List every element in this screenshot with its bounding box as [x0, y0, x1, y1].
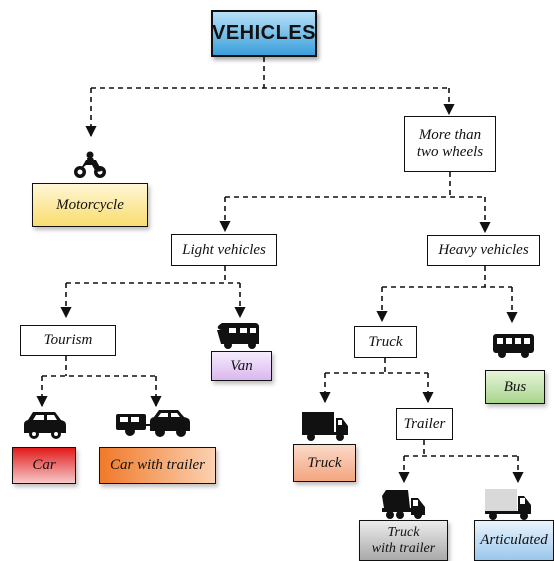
truck-label: Truck — [307, 454, 342, 471]
bus-icon — [493, 334, 534, 358]
car-with-trailer-node: Car with trailer — [99, 447, 216, 484]
tourism-node: Tourism — [20, 325, 116, 356]
motorcycle-icon — [74, 151, 106, 178]
articulated-node: Articulated — [474, 520, 554, 561]
truck-with-trailer-line1: Truck — [387, 524, 420, 540]
light-vehicles-node: Light vehicles — [171, 234, 277, 266]
bus-node: Bus — [485, 370, 545, 404]
vehicles-root-node: VEHICLES — [211, 10, 317, 57]
bus-label: Bus — [503, 378, 527, 395]
more-than-two-wheels-line2: two wheels — [416, 144, 484, 160]
more-than-two-wheels-node: More than two wheels — [404, 116, 496, 172]
vehicles-label: VEHICLES — [211, 22, 317, 44]
car-node: Car — [12, 447, 76, 484]
dump-truck-icon — [382, 490, 425, 519]
trailer-node: Trailer — [396, 408, 453, 440]
articulated-truck-icon — [485, 489, 531, 520]
trailer-label: Trailer — [403, 415, 446, 432]
motorcycle-label: Motorcycle — [56, 196, 124, 213]
truck-category-node: Truck — [354, 326, 417, 358]
truck-with-trailer-line2: with trailer — [371, 540, 436, 556]
truck-node: Truck — [293, 444, 356, 482]
heavy-vehicles-label: Heavy vehicles — [438, 242, 529, 258]
truck-icon — [302, 412, 348, 441]
heavy-vehicles-node: Heavy vehicles — [427, 235, 540, 266]
motorcycle-node: Motorcycle — [32, 183, 148, 227]
light-vehicles-label: Light vehicles — [182, 241, 266, 258]
tourism-label: Tourism — [43, 332, 93, 348]
van-node: Van — [211, 351, 272, 381]
truck-with-trailer-node: Truck with trailer — [359, 520, 448, 561]
car-with-trailer-label: Car with trailer — [109, 457, 206, 473]
truck-category-label: Truck — [368, 333, 403, 350]
more-than-two-wheels-line1: More than — [418, 127, 482, 143]
articulated-label: Articulated — [480, 532, 548, 548]
van-label: Van — [230, 357, 253, 374]
camper-van-icon — [217, 323, 259, 349]
car-icon — [24, 412, 66, 439]
car-with-trailer-icon — [116, 410, 190, 437]
car-label: Car — [32, 457, 56, 473]
